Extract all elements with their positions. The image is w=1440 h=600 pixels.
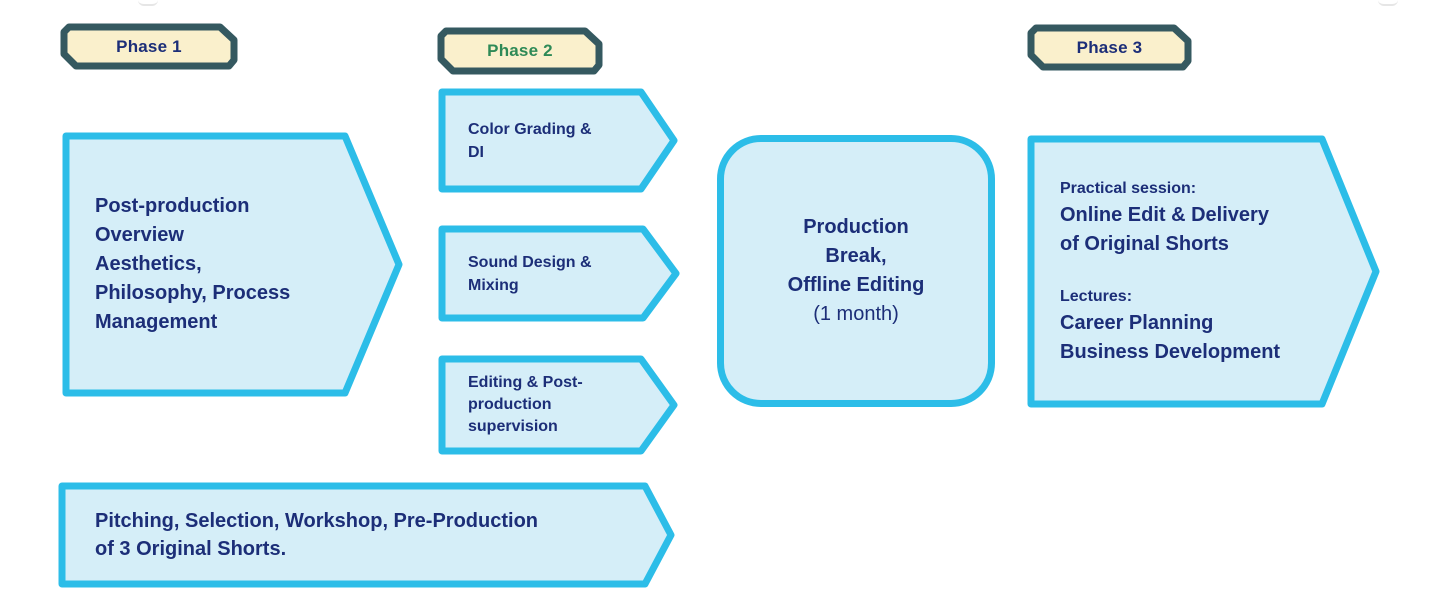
sound-design-arrow: Sound Design & Mixing <box>438 225 680 322</box>
phase1-badge: Phase 1 <box>60 23 238 70</box>
phase1-overview-arrow: Post-production Overview Aesthetics, Phi… <box>62 132 403 397</box>
crop-artifact-left <box>138 0 158 6</box>
lectures-block: Lectures: Career Planning Business Devel… <box>1060 285 1305 367</box>
crop-artifact-right <box>1378 0 1398 6</box>
right-arrow-shape <box>58 482 675 588</box>
phase3-badge-label: Phase 3 <box>1076 37 1143 57</box>
right-arrow-shape <box>1027 135 1380 408</box>
phase3-text: Practical session: Online Edit & Deliver… <box>1027 135 1380 408</box>
editing-supervision-text: Editing & Post- production supervision <box>468 374 583 435</box>
practical-session-label: Practical session: <box>1060 179 1197 197</box>
production-break-duration: (1 month) <box>813 303 899 325</box>
pitching-arrow: Pitching, Selection, Workshop, Pre-Produ… <box>58 482 675 588</box>
color-grading-text: Color Grading & DI <box>468 120 592 161</box>
snip-corner-badge-shape <box>60 23 238 70</box>
production-break-title: Production Break, Offline Editing <box>787 216 925 296</box>
right-arrow-shape <box>62 132 403 397</box>
lectures-body: Career Planning Business Development <box>1060 311 1281 363</box>
production-break-box: Production Break, Offline Editing (1 mon… <box>717 135 995 407</box>
phase1-badge-label: Phase 1 <box>116 36 182 56</box>
phase3-arrow: Practical session: Online Edit & Deliver… <box>1027 135 1380 408</box>
editing-supervision-arrow: Editing & Post- production supervision <box>438 355 678 455</box>
phase1-overview-text: Post-production Overview Aesthetics, Phi… <box>95 195 291 333</box>
right-arrow-shape <box>438 225 680 322</box>
right-arrow-shape <box>438 355 678 455</box>
pitching-text: Pitching, Selection, Workshop, Pre-Produ… <box>95 510 539 560</box>
phase2-badge: Phase 2 <box>437 27 603 75</box>
snip-corner-badge-shape <box>437 27 603 75</box>
lectures-label: Lectures: <box>1060 287 1133 305</box>
phase3-badge: Phase 3 <box>1027 24 1192 71</box>
snip-corner-badge-shape <box>1027 24 1192 71</box>
sound-design-text: Sound Design & Mixing <box>468 253 592 294</box>
practical-session-block: Practical session: Online Edit & Deliver… <box>1060 177 1305 259</box>
practical-session-body: Online Edit & Delivery of Original Short… <box>1060 203 1269 255</box>
color-grading-arrow: Color Grading & DI <box>438 88 678 193</box>
phase2-badge-label: Phase 2 <box>487 41 553 60</box>
right-arrow-shape <box>438 88 678 193</box>
